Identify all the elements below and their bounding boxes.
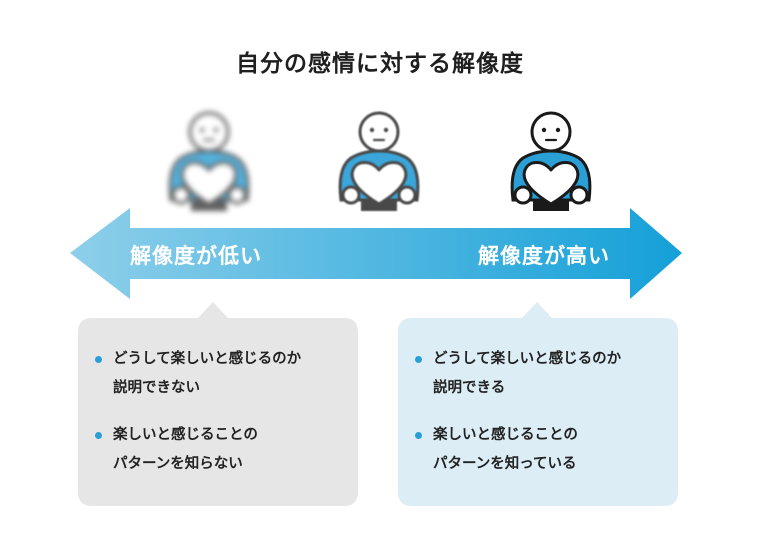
list-item: どうして楽しいと感じるのか 説明できない — [93, 345, 343, 403]
diagram-title: 自分の感情に対する解像度 — [236, 51, 524, 77]
list-item-line: 楽しいと感じることの — [433, 427, 578, 443]
list-item-line: どうして楽しいと感じるのか — [433, 351, 622, 367]
list-item-line: パターンを知っている — [433, 456, 577, 472]
list-item-line: パターンを知らない — [113, 456, 243, 472]
list-item-line: 楽しいと感じることの — [113, 427, 258, 443]
list-item: 楽しいと感じることの パターンを知っている — [413, 421, 663, 479]
figure-high-resolution — [503, 108, 599, 218]
bullet-dot — [415, 356, 422, 363]
arrow-label-low: 解像度が低い — [130, 244, 262, 268]
list-item: 楽しいと感じることの パターンを知らない — [93, 421, 343, 479]
arrow-body — [70, 208, 682, 299]
list-item-line: どうして楽しいと感じるのか — [113, 351, 302, 367]
bullet-dot — [95, 432, 102, 439]
list-item-line: 説明できる — [433, 380, 506, 396]
person-holding-heart-icon — [338, 111, 420, 211]
box-high-content: どうして楽しいと感じるのか 説明できる 楽しいと感じることの パターンを知ってい… — [413, 345, 663, 497]
figure-low-resolution — [161, 108, 257, 218]
figure-medium-resolution — [331, 108, 427, 218]
bullet-dot — [95, 356, 102, 363]
double-headed-arrow — [70, 208, 682, 299]
list-item-line: 説明できない — [113, 380, 200, 396]
person-holding-heart-icon — [168, 111, 250, 211]
box-high-bubble — [398, 302, 678, 506]
arrow-label-high: 解像度が高い — [478, 244, 610, 268]
box-low-bubble — [78, 302, 358, 506]
person-holding-heart-icon — [510, 111, 592, 211]
box-low-content: どうして楽しいと感じるのか 説明できない 楽しいと感じることの パターンを知らな… — [93, 345, 343, 497]
bullet-dot — [415, 432, 422, 439]
list-item: どうして楽しいと感じるのか 説明できる — [413, 345, 663, 403]
